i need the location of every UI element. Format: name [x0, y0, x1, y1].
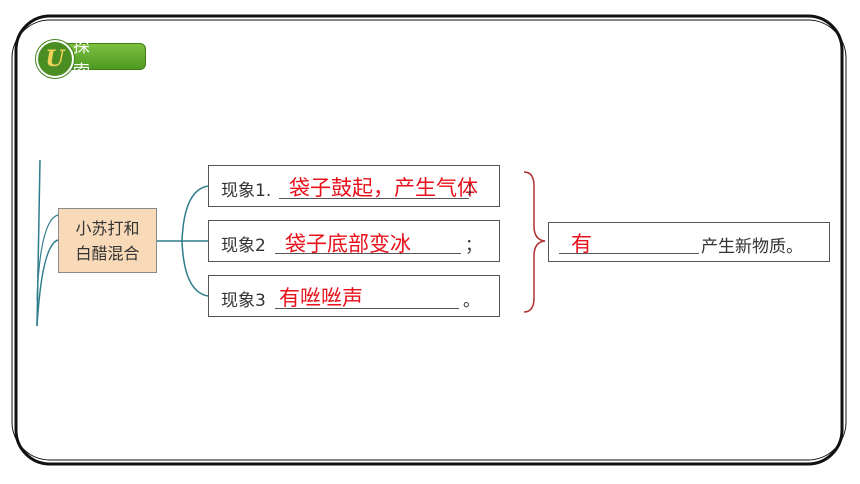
phenomenon-3-answer: 有咝咝声: [279, 286, 363, 310]
curly-brace: [523, 171, 546, 313]
answer-blank-line: [279, 198, 469, 199]
phenomenon-1-label: 现象1.: [221, 181, 272, 201]
phenomenon-3-box: 现象3 有咝咝声 。: [208, 275, 500, 317]
phenomenon-1-box: 现象1. 袋子鼓起，产生气体 ;: [208, 165, 500, 207]
conclusion-box: 有 产生新物质。: [548, 222, 830, 262]
tree-connector: [181, 185, 209, 242]
phenomenon-3-punct: 。: [463, 291, 480, 311]
phenomenon-2-box: 现象2 袋子底部变冰 ；: [208, 220, 500, 262]
reaction-box: 小苏打和 白醋混合: [58, 208, 157, 273]
conclusion-answer: 有: [571, 232, 592, 256]
phenomenon-2-answer: 袋子底部变冰: [285, 232, 411, 256]
left-branch-line: [36, 214, 59, 301]
phenomenon-1-answer: 袋子鼓起，产生气体: [289, 176, 478, 200]
answer-blank-line: [559, 253, 699, 254]
answer-blank-line: [275, 308, 459, 309]
phenomenon-2-label: 现象2: [221, 236, 266, 256]
phenomenon-1-punct: ;: [467, 178, 473, 198]
conclusion-text: 产生新物质。: [701, 237, 803, 257]
u-logo-icon: U: [36, 40, 74, 78]
left-branch-line: [36, 239, 59, 327]
reaction-line1: 小苏打和: [75, 218, 140, 238]
answer-blank-line: [275, 253, 461, 254]
reaction-line2: 白醋混合: [75, 243, 140, 263]
phenomenon-3-label: 现象3: [221, 291, 266, 311]
tree-connector: [181, 240, 209, 297]
phenomenon-2-punct: ；: [465, 236, 482, 256]
